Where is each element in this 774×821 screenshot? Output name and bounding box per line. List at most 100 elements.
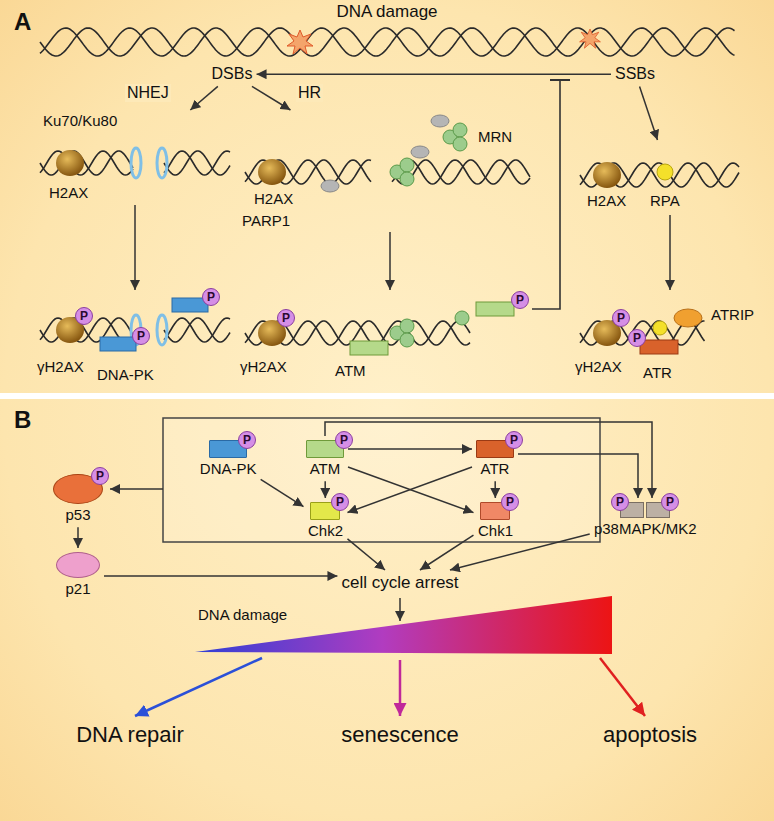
pathway-label: HR — [296, 84, 323, 102]
rpa — [657, 164, 673, 180]
panel-divider — [0, 393, 774, 399]
node-label: γH2AX — [240, 358, 287, 375]
connector — [389, 232, 391, 290]
senescence-arrow — [399, 660, 402, 716]
annotation: senescence — [341, 722, 458, 747]
dna-strand — [245, 160, 371, 184]
mrn-complex — [400, 172, 414, 186]
phospho-mark: P — [238, 431, 256, 449]
node-label: ATR — [481, 460, 510, 477]
parp1-blob — [411, 146, 429, 158]
node-label: cell cycle arrest — [341, 573, 459, 593]
damage-gradient — [195, 596, 612, 654]
break-type: DSBs — [208, 62, 257, 86]
annotation: apoptosis — [603, 722, 697, 747]
phospho-mark: P — [202, 288, 220, 306]
connector — [348, 467, 473, 513]
histone — [593, 162, 621, 188]
annotation: DNA damage — [198, 606, 287, 623]
ku-ring — [157, 315, 167, 345]
hr-scene: H2AXMRNPARP1 — [240, 110, 540, 232]
phospho-mark: P — [611, 493, 629, 511]
phospho-mark: P — [91, 467, 109, 485]
outcome-text: cell cycle arrest — [337, 570, 463, 596]
dna-strand — [580, 163, 739, 187]
atrip — [674, 309, 702, 327]
connector — [324, 481, 326, 498]
panel-letter: A — [14, 8, 31, 36]
atm-block — [476, 302, 514, 316]
rpa — [653, 321, 667, 335]
node-label: Chk1 — [478, 522, 513, 539]
annotation: DNA damage — [336, 2, 437, 22]
inhibition-line — [532, 80, 560, 309]
node-label: H2AX — [587, 192, 626, 209]
atr-block — [640, 340, 678, 354]
histone — [56, 150, 84, 176]
node-label: γH2AX — [37, 358, 84, 375]
mrn-complex — [400, 158, 414, 172]
mrn-complex — [400, 319, 414, 333]
dna-strand — [164, 318, 230, 342]
phospho-mark: P — [501, 493, 519, 511]
connector — [348, 448, 472, 450]
mrn-complex — [400, 333, 414, 347]
ku-ring — [157, 148, 167, 178]
protein-node: p21 — [52, 548, 104, 601]
dna-strand — [164, 151, 230, 175]
node-label: ATM — [310, 460, 341, 477]
phospho-mark: P — [75, 307, 93, 325]
node-label: H2AX — [254, 190, 293, 207]
parp1-blob — [321, 180, 339, 192]
annotation: DNA repair — [76, 722, 184, 747]
connector — [134, 205, 136, 290]
ku-ring — [131, 148, 141, 178]
arrest-arrow — [399, 598, 401, 621]
connector — [252, 86, 291, 110]
connector — [190, 86, 218, 110]
phospho-mark: P — [612, 309, 630, 327]
node-label: RPA — [650, 192, 680, 209]
phospho-mark: P — [511, 291, 529, 309]
box-to-p53-arrow — [110, 488, 163, 490]
connector — [77, 527, 79, 548]
node-label: ATR — [643, 364, 672, 381]
node-label: ATM — [335, 362, 366, 379]
kinase-box — [163, 418, 600, 542]
connector — [347, 467, 472, 513]
histone — [258, 159, 286, 185]
node-label: γH2AX — [575, 358, 622, 375]
phospho-mark: P — [132, 327, 150, 345]
dna-helices — [40, 28, 739, 345]
connector — [347, 539, 385, 570]
atm-block — [350, 341, 388, 355]
dna-pk-block — [100, 337, 136, 351]
node-label: Ku70/Ku80 — [43, 112, 117, 129]
mrn-complex — [453, 123, 467, 137]
node-label: DNA-PK — [200, 460, 257, 477]
panel-letter: B — [14, 406, 31, 434]
node-label: PARP1 — [242, 212, 290, 229]
connector — [420, 535, 474, 570]
connector — [494, 481, 496, 498]
pathway-label: NHEJ — [125, 84, 171, 102]
connector — [257, 73, 611, 75]
node-label: p21 — [65, 580, 90, 597]
node-label: p38MAPK/MK2 — [594, 520, 697, 537]
connector — [518, 454, 638, 498]
node-label: p53 — [65, 506, 90, 523]
connector — [261, 479, 304, 506]
node-label: SSBs — [615, 65, 656, 83]
dna-strand — [40, 151, 133, 175]
apoptosis-arrow — [600, 658, 645, 716]
node-label: DNA-PK — [97, 366, 154, 383]
hr-scene: γH2AX ATM — [240, 290, 540, 390]
phospho-mark: P — [331, 493, 349, 511]
damage-star — [287, 30, 313, 54]
repair-arrow — [135, 658, 262, 716]
node-label: ATRIP — [711, 306, 754, 323]
mrn-complex — [453, 137, 467, 151]
inhibition-bar — [550, 79, 570, 81]
ssb-scene: γH2AX ATRIP ATR — [575, 290, 765, 388]
connector — [450, 534, 590, 570]
